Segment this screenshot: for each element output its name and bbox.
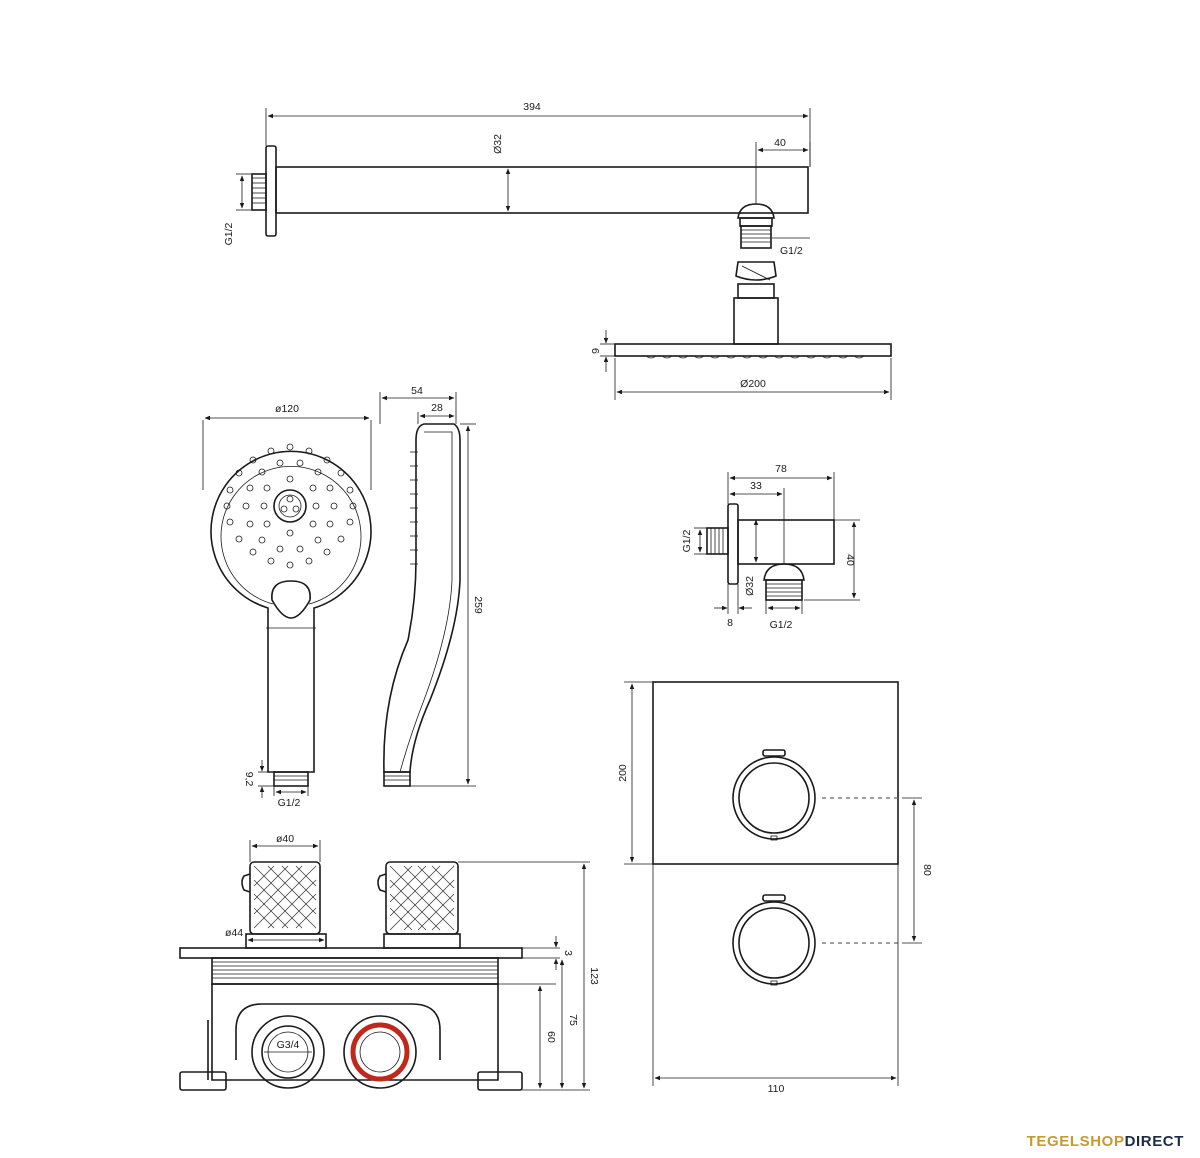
wall-outlet-dims: 78 33 40 G1/2 Ø32 8 G1/2 [681, 463, 860, 631]
dim-hand-handle-depth: 28 [431, 402, 443, 414]
hand-shower-side [383, 423, 461, 787]
cover-plate-dims: 200 110 80 [617, 681, 933, 1095]
dim-arm-end: 40 [774, 137, 786, 149]
dim-head-thickness: 9 [590, 348, 602, 354]
wall-outlet [706, 503, 835, 601]
dim-arm-outlet-thread: G1/2 [780, 245, 803, 257]
shower-arm-dims: 394 Ø32 40 G1/2 G1/2 [223, 101, 811, 257]
brand-part-shop: SHOP [1079, 1133, 1125, 1150]
brand-part-direct: DIRECT [1124, 1133, 1184, 1150]
rain-head [614, 343, 892, 359]
brand-logo: TEGELSHOPDIRECT [1027, 1133, 1184, 1150]
cover-plate [652, 681, 899, 986]
dim-outlet-diameter: Ø32 [744, 576, 756, 596]
shower-arm [251, 145, 809, 345]
dim-outlet-thread-left: G1/2 [681, 529, 693, 552]
dim-body-depth: 75 [567, 1014, 579, 1026]
dim-hand-connection: 9,2 [243, 772, 255, 787]
dim-plate-height: 200 [617, 764, 629, 782]
dim-plate-width: 110 [768, 1083, 785, 1095]
dim-outlet-width: 78 [775, 463, 787, 475]
dim-hand-head-diameter: ø120 [275, 403, 299, 415]
rain-head-dims: 9 Ø200 [590, 330, 892, 400]
hand-shower-side-dims: 54 28 259 [379, 385, 484, 787]
dim-arm-wall-thread: G1/2 [223, 222, 235, 245]
dim-outlet-height: 40 [844, 554, 856, 566]
dim-body-plate: 3 [562, 950, 574, 956]
hand-shower-front [210, 450, 372, 787]
dim-body-rosette: ø44 [225, 927, 243, 939]
dim-hand-thread: G1/2 [278, 797, 301, 809]
dim-outlet-flange: 8 [727, 617, 733, 629]
dim-knob-spacing: 80 [921, 864, 933, 876]
hand-shower-front-dims: ø120 9,2 G1/2 [202, 403, 372, 809]
dim-body-total: 123 [588, 967, 600, 985]
dim-body-knob: ø40 [276, 833, 294, 845]
thermostat-body: G3/4 [179, 861, 523, 1091]
dim-hand-depth: 54 [411, 385, 423, 397]
dim-outlet-thread-bottom: G1/2 [770, 619, 793, 631]
hand-shower-nozzles [223, 443, 357, 569]
dim-outlet-offset: 33 [750, 480, 762, 492]
thermostat-body-dims: ø40 ø44 3 123 75 60 [225, 833, 600, 1091]
brand-part-tegel: TEGEL [1026, 1133, 1080, 1150]
dim-hand-length: 259 [472, 596, 484, 614]
dim-inlet-thread: G3/4 [277, 1039, 300, 1051]
dim-arm-length: 394 [523, 101, 541, 113]
dim-body-base: 60 [545, 1031, 557, 1043]
dim-head-diameter: Ø200 [740, 378, 766, 390]
dim-arm-tube: Ø32 [492, 134, 504, 154]
